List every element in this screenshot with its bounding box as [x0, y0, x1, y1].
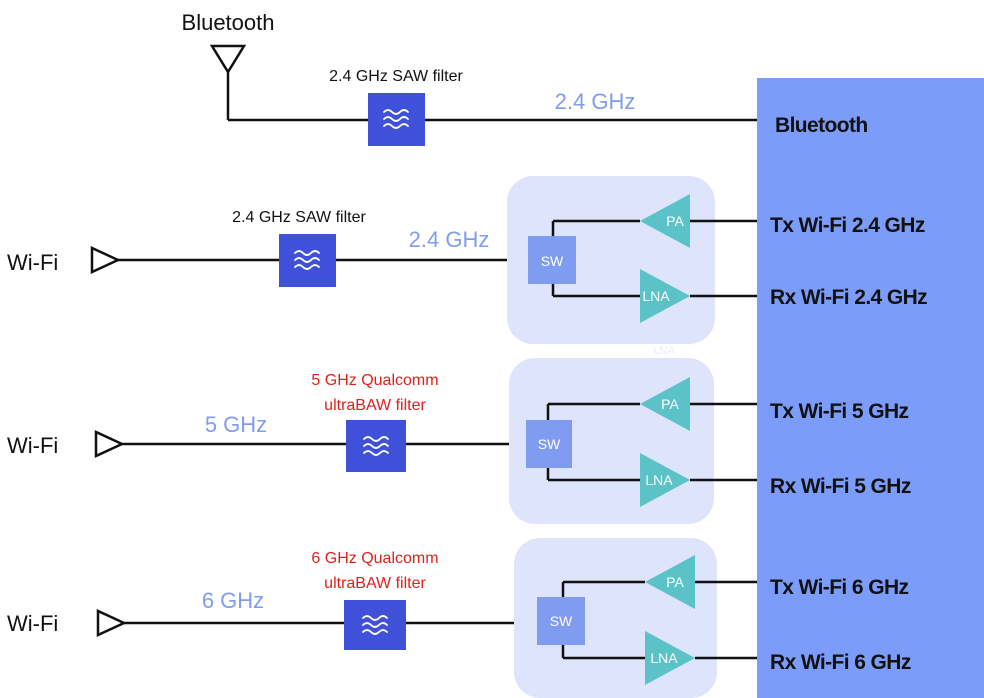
wifi-6-antenna-label: Wi-Fi: [7, 611, 58, 636]
wifi-24-antenna-label: Wi-Fi: [7, 250, 58, 275]
saw-filter: [368, 93, 425, 146]
wifi-6-filter-label-line2: ultraBAW filter: [324, 575, 426, 592]
wifi-5-freq-label: 5 GHz: [205, 412, 267, 437]
wifi-24-freq-label: 2.4 GHz: [409, 227, 490, 252]
power-amplifier: PA: [640, 194, 690, 248]
wifi-5-antenna-label: Wi-Fi: [7, 433, 58, 458]
wifi-24-filter-label: 2.4 GHz SAW filter: [232, 209, 366, 226]
svg-text:PA: PA: [666, 574, 684, 590]
svg-text:LNA: LNA: [642, 288, 670, 304]
antenna-icon: [90, 246, 121, 274]
low-noise-amplifier: LNA: [640, 269, 690, 323]
svg-text:PA: PA: [661, 396, 679, 412]
wifi-5-filter-label-line1: 5 GHz Qualcomm: [311, 372, 438, 389]
bluetooth-chain: Bluetooth 2.4 GHz SAW filter 2.4 GHz Blu…: [182, 10, 868, 146]
ghost-label: LNA: [653, 345, 675, 357]
wifi-24-chain: Wi-Fi 2.4 GHz SAW filter 2.4 GHz SW PA L…: [7, 176, 928, 357]
switch: SW: [526, 420, 572, 468]
wifi-5-filter-label-line2: ultraBAW filter: [324, 397, 426, 414]
wifi-6-tx-label: Tx Wi-Fi 6 GHz: [770, 576, 909, 599]
svg-text:SW: SW: [550, 613, 573, 629]
wifi-6-chain: Wi-Fi 6 GHz Qualcomm ultraBAW filter 6 G…: [7, 538, 911, 698]
bluetooth-antenna-label: Bluetooth: [182, 10, 275, 35]
ultrabaw-filter: [344, 600, 406, 650]
svg-text:SW: SW: [538, 436, 561, 452]
bluetooth-filter-label: 2.4 GHz SAW filter: [329, 68, 463, 85]
wifi-24-rx-label: Rx Wi-Fi 2.4 GHz: [770, 286, 927, 309]
wifi-5-tx-label: Tx Wi-Fi 5 GHz: [770, 400, 909, 423]
low-noise-amplifier: LNA: [640, 453, 690, 507]
wifi-6-freq-label: 6 GHz: [202, 588, 264, 613]
bluetooth-freq-label: 2.4 GHz: [555, 89, 636, 114]
wifi-6-filter-label-line1: 6 GHz Qualcomm: [311, 550, 438, 567]
wifi-5-rx-label: Rx Wi-Fi 5 GHz: [770, 475, 911, 498]
antenna-icon: [209, 44, 247, 120]
low-noise-amplifier: LNA: [645, 631, 695, 685]
switch: SW: [537, 597, 585, 645]
power-amplifier: PA: [640, 377, 690, 431]
svg-text:SW: SW: [541, 253, 564, 269]
switch: SW: [528, 236, 576, 284]
bluetooth-port-label: Bluetooth: [775, 114, 868, 137]
power-amplifier: PA: [645, 555, 695, 609]
svg-text:LNA: LNA: [645, 472, 673, 488]
wifi-6-rx-label: Rx Wi-Fi 6 GHz: [770, 651, 911, 674]
antenna-icon: [94, 430, 125, 458]
saw-filter: [279, 234, 336, 287]
antenna-icon: [96, 609, 127, 637]
svg-text:PA: PA: [666, 213, 684, 229]
transceiver-block: [757, 78, 984, 698]
wifi-24-tx-label: Tx Wi-Fi 2.4 GHz: [770, 214, 925, 237]
wifi-5-chain: Wi-Fi 5 GHz Qualcomm ultraBAW filter 5 G…: [7, 358, 911, 524]
ultrabaw-filter: [346, 420, 406, 472]
svg-text:LNA: LNA: [650, 650, 678, 666]
